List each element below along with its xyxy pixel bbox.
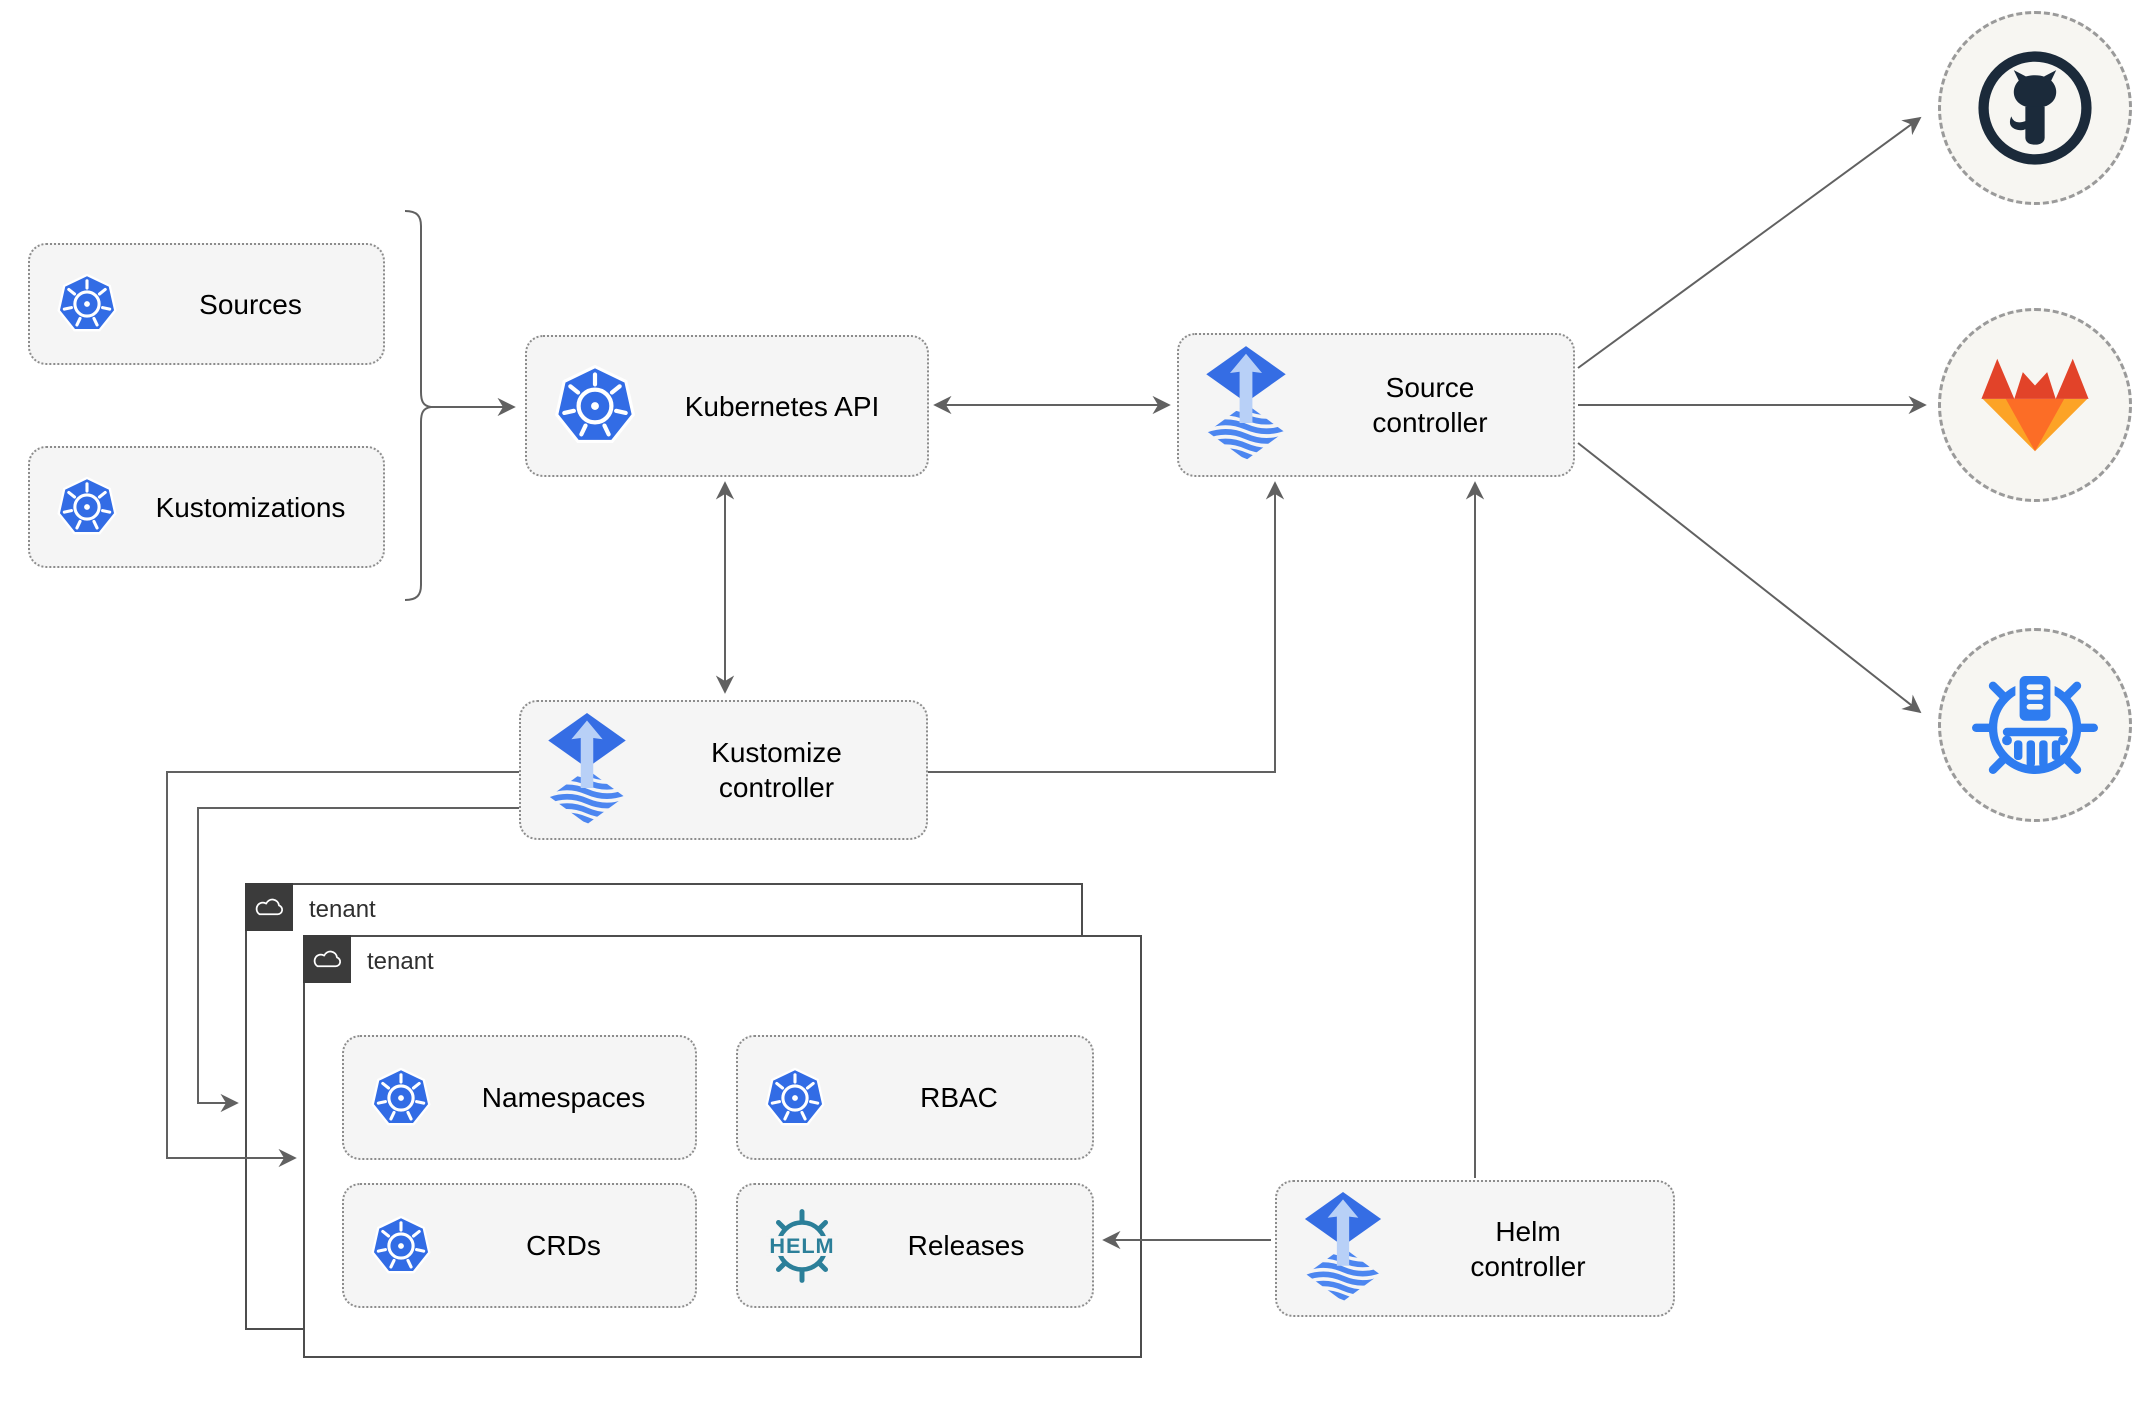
kubernetes-icon	[553, 364, 637, 448]
node-label: RBAC	[920, 1082, 998, 1113]
node-label: Kubernetes API	[684, 390, 880, 422]
node-helm-controller: Helm controller	[1275, 1180, 1675, 1317]
node-label: Releases	[907, 1230, 1025, 1261]
node-namespaces: Namespaces	[342, 1035, 697, 1160]
edge-kustomize-controller-to-source-controller	[928, 481, 1285, 773]
cloud-badge	[303, 935, 351, 983]
harbor-registry-icon	[1965, 655, 2105, 795]
kubernetes-icon	[370, 1215, 432, 1277]
github-icon	[1972, 45, 2098, 171]
flux-icon	[1303, 1192, 1383, 1305]
node-kubernetes-api: Kubernetes API	[525, 335, 929, 477]
tenant-label: tenant	[367, 948, 434, 975]
node-kustomize-controller: Kustomize controller	[519, 700, 928, 840]
node-label: CRDs	[526, 1230, 601, 1261]
node-label: Kustomizations	[155, 491, 346, 523]
tenant-label: tenant	[309, 896, 376, 923]
endpoint-registry	[1938, 628, 2132, 822]
node-releases: Releases	[736, 1183, 1094, 1308]
kubernetes-icon	[56, 476, 118, 538]
helm-icon	[764, 1208, 840, 1284]
gitlab-icon	[1974, 349, 2096, 461]
flux-icon	[1205, 346, 1287, 464]
endpoint-github	[1938, 11, 2132, 205]
brace-sources-kustomizations	[404, 210, 432, 601]
node-kustomizations: Kustomizations	[28, 446, 385, 568]
node-rbac: RBAC	[736, 1035, 1094, 1160]
edge-source-controller-to-github	[1577, 116, 1922, 369]
node-crds: CRDs	[342, 1183, 697, 1308]
kubernetes-icon	[764, 1067, 826, 1129]
endpoint-gitlab	[1938, 308, 2132, 502]
node-source-controller: Source controller	[1177, 333, 1575, 477]
flux-icon	[547, 713, 627, 828]
node-sources: Sources	[28, 243, 385, 365]
node-label: Source controller	[1372, 372, 1488, 438]
cloud-icon	[253, 895, 285, 919]
node-label: Helm controller	[1470, 1215, 1586, 1282]
node-label: Sources	[199, 288, 302, 320]
node-label: Kustomize controller	[711, 737, 842, 803]
kubernetes-icon	[370, 1067, 432, 1129]
cloud-badge	[245, 883, 293, 931]
node-label: Namespaces	[481, 1082, 646, 1113]
cloud-icon	[311, 947, 343, 971]
edge-source-controller-to-registry	[1577, 442, 1922, 714]
kubernetes-icon	[56, 273, 118, 335]
